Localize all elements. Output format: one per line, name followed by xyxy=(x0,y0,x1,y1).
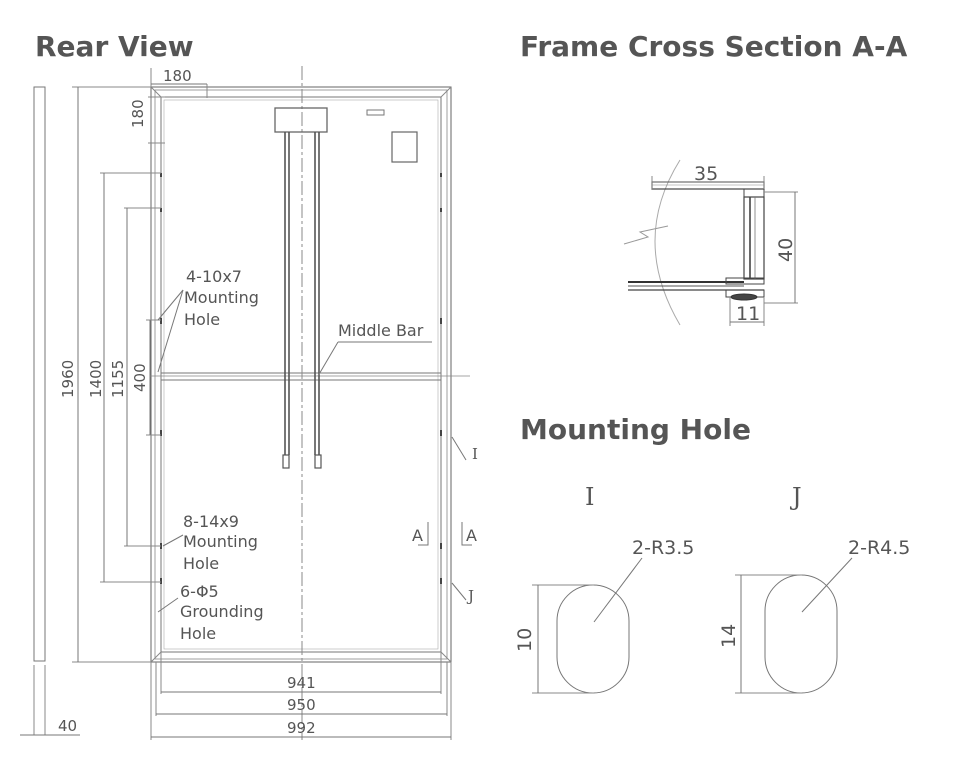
mounting-hole-j-label: J xyxy=(789,483,802,511)
dim-40: 40 xyxy=(58,717,77,735)
marker-j: J xyxy=(466,587,474,605)
grounding-hole-line1: Grounding xyxy=(180,602,264,621)
dim-950: 950 xyxy=(287,696,316,714)
grounding-hole-code: 6-Φ5 xyxy=(180,582,219,601)
dim-1400: 1400 xyxy=(87,360,105,398)
mounting-hole-j-drawing xyxy=(735,557,853,694)
dim-1155: 1155 xyxy=(109,360,127,398)
mounting-hole-i-drawing xyxy=(532,557,643,694)
mounting-hole-8-line2: Hole xyxy=(183,554,219,573)
mounting-hole-i-radius: 2-R3.5 xyxy=(632,537,694,559)
grounding-hole-line2: Hole xyxy=(180,624,216,643)
mounting-hole-4-line1: Mounting xyxy=(184,288,259,307)
mounting-hole-8-code: 8-14x9 xyxy=(183,512,239,531)
section-a-right: A xyxy=(466,526,477,545)
mounting-hole-i-height: 10 xyxy=(514,628,536,652)
dim-180-side: 180 xyxy=(129,99,147,128)
frame-dim-40: 40 xyxy=(775,238,797,262)
frame-cross-section-title: Frame Cross Section A-A xyxy=(520,30,908,63)
frame-cross-section-drawing xyxy=(623,159,798,326)
mounting-hole-4-line2: Hole xyxy=(184,310,220,329)
dim-180-top: 180 xyxy=(163,67,192,85)
mounting-hole-title: Mounting Hole xyxy=(520,413,751,446)
marker-i: I xyxy=(472,445,478,463)
mounting-hole-8-line1: Mounting xyxy=(183,532,258,551)
mounting-hole-4-code: 4-10x7 xyxy=(186,267,242,286)
mounting-hole-i-label: I xyxy=(585,483,594,511)
rear-view-title: Rear View xyxy=(35,30,194,63)
mounting-hole-j-height: 14 xyxy=(718,624,740,648)
rear-view-drawing xyxy=(20,66,472,740)
dim-992: 992 xyxy=(287,719,316,737)
frame-dim-11: 11 xyxy=(736,303,760,325)
dim-400: 400 xyxy=(131,363,149,392)
section-a-left: A xyxy=(412,526,423,545)
frame-dim-35: 35 xyxy=(694,163,718,185)
dim-941: 941 xyxy=(287,674,316,692)
middle-bar-label: Middle Bar xyxy=(338,321,424,340)
mounting-hole-j-radius: 2-R4.5 xyxy=(848,537,910,559)
dim-1960: 1960 xyxy=(59,360,77,398)
